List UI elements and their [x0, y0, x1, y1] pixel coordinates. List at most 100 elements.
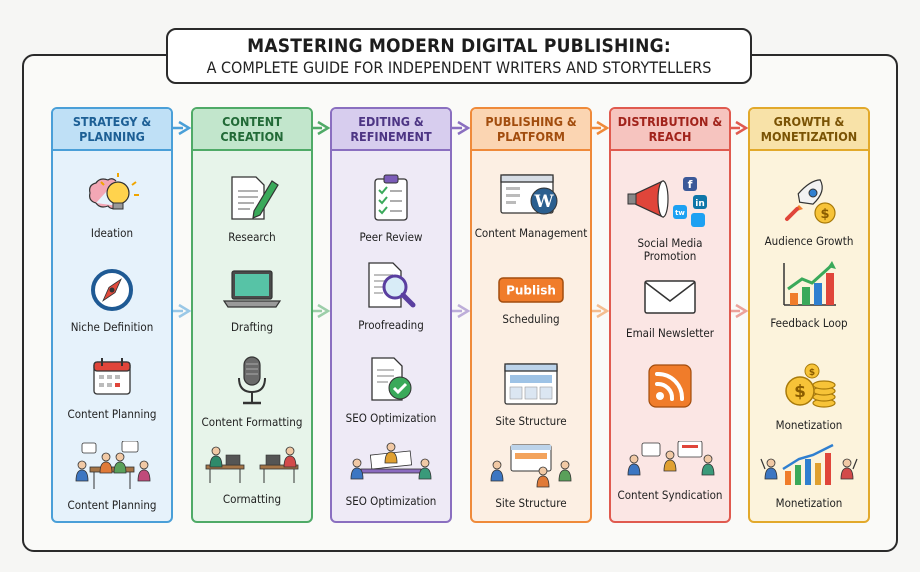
laptop-icon [193, 267, 311, 317]
middle-flow-arrow [729, 303, 749, 319]
heading-flow-arrow [311, 120, 331, 136]
step-item: Cormatting [193, 441, 311, 506]
step-item: Ideation [53, 173, 171, 240]
column-heading: CONTENT CREATION [193, 109, 311, 151]
title-box: MASTERING MODERN DIGITAL PUBLISHING: A C… [166, 28, 752, 84]
website-layout-icon [472, 361, 590, 411]
writers-at-desks-icon [193, 441, 311, 489]
middle-flow-arrow [171, 303, 192, 319]
step-label: Cormatting [222, 492, 282, 506]
publish-badge-label: Publish [506, 284, 556, 298]
growth-bar-chart-icon [750, 259, 868, 313]
step-item: $ $ Monetization [750, 361, 868, 432]
column-1: STRATEGY & PLANNING Ideation Niche Defin… [51, 107, 173, 523]
step-item: Drafting [193, 267, 311, 334]
step-label: Peer Review [359, 230, 423, 244]
step-label: Drafting [230, 320, 274, 334]
step-item: Research [193, 173, 311, 244]
step-item: Feedback Loop [750, 259, 868, 330]
step-item: Content Syndication [611, 440, 729, 502]
svg-text:W: W [533, 192, 554, 212]
column-6: GROWTH & MONETIZATION $ Audience Growth … [748, 107, 870, 523]
step-label: Scheduling [502, 312, 560, 326]
svg-text:$: $ [794, 382, 806, 402]
svg-text:tw: tw [675, 209, 685, 217]
step-item: Content Planning [53, 354, 171, 421]
brain-lightbulb-icon [53, 173, 171, 223]
step-item: f in tw Social Media Promotion [611, 173, 729, 263]
rss-feed-icon [611, 361, 729, 415]
step-label: Research [228, 230, 276, 244]
column-heading: STRATEGY & PLANNING [53, 109, 171, 151]
step-label: Content Planning [67, 407, 157, 421]
step-label: Email Newsletter [626, 326, 714, 340]
middle-flow-arrow [311, 303, 331, 319]
clipboard-checklist-icon [332, 173, 450, 227]
team-meeting-icon [53, 440, 171, 495]
step-item: Email Newsletter [611, 275, 729, 340]
svg-text:$: $ [809, 368, 815, 378]
step-label: Monetization [775, 418, 843, 432]
team-building-site-icon [472, 441, 590, 493]
step-label: Content Management [474, 226, 588, 240]
wordpress-browser-icon: W [472, 171, 590, 223]
step-label: Monetization [775, 496, 843, 510]
step-label: Ideation [90, 226, 134, 240]
step-item: Content Planning [53, 440, 171, 512]
document-check-icon [332, 354, 450, 408]
column-heading: GROWTH & MONETIZATION [750, 109, 868, 151]
step-label: SEO Optimization [345, 411, 437, 425]
column-5: DISTRIBUTION & REACH f in tw Social Medi… [609, 107, 731, 523]
calendar-icon [53, 354, 171, 404]
step-item: Monetization [750, 441, 868, 510]
step-label: Content Formatting [201, 415, 303, 429]
column-3: EDITING & REFINEMENT Peer Review Proofre… [330, 107, 452, 523]
step-label: Proofreading [358, 318, 424, 332]
page-subtitle: A COMPLETE GUIDE FOR INDEPENDENT WRITERS… [206, 58, 712, 77]
middle-flow-arrow [450, 303, 471, 319]
step-item: SEO Optimization [332, 441, 450, 508]
celebrating-team-icon [750, 441, 868, 493]
step-item: Content Formatting [193, 354, 311, 429]
envelope-icon [611, 275, 729, 323]
heading-flow-arrow [171, 120, 192, 136]
column-heading: EDITING & REFINEMENT [332, 109, 450, 151]
column-heading: PUBLISHING & PLATFORM [472, 109, 590, 151]
column-heading: DISTRIBUTION & REACH [611, 109, 729, 151]
step-label: SEO Optimization [345, 494, 437, 508]
page-title: MASTERING MODERN DIGITAL PUBLISHING: [247, 35, 671, 57]
heading-flow-arrow [450, 120, 471, 136]
rocket-coin-icon: $ [750, 173, 868, 231]
step-label: Site Structure [495, 496, 567, 510]
step-item: Niche Definition [53, 267, 171, 334]
step-label: Social Media Promotion [637, 236, 703, 263]
heading-flow-arrow [729, 120, 749, 136]
step-item: W Content Management [472, 171, 590, 240]
svg-text:$: $ [820, 207, 829, 222]
column-2: CONTENT CREATION Research Drafting Conte… [191, 107, 313, 523]
compass-icon [53, 267, 171, 317]
step-label: Niche Definition [70, 320, 154, 334]
step-item: $ Audience Growth [750, 173, 868, 248]
people-sharing-icon [611, 440, 729, 485]
step-item: Site Structure [472, 361, 590, 428]
svg-text:in: in [695, 199, 705, 209]
column-4: PUBLISHING & PLATFORM W Content Manageme… [470, 107, 592, 523]
dollar-coins-icon: $ $ [750, 361, 868, 415]
step-item: SEO Optimization [332, 354, 450, 425]
step-item: Site Structure [472, 441, 590, 510]
step-item: Peer Review [332, 173, 450, 244]
magnifier-document-icon [332, 259, 450, 315]
middle-flow-arrow [590, 303, 610, 319]
step-item: Proofreading [332, 259, 450, 332]
step-item [611, 361, 729, 419]
step-label: Site Structure [495, 414, 567, 428]
team-review-icon [332, 441, 450, 491]
publish-button-icon: Publish [472, 275, 590, 309]
heading-flow-arrow [590, 120, 610, 136]
step-label: Audience Growth [764, 234, 854, 248]
megaphone-social-icon: f in tw [611, 173, 729, 233]
step-label: Content Syndication [617, 488, 723, 502]
step-item: Publish Scheduling [472, 275, 590, 326]
document-pen-icon [193, 173, 311, 227]
